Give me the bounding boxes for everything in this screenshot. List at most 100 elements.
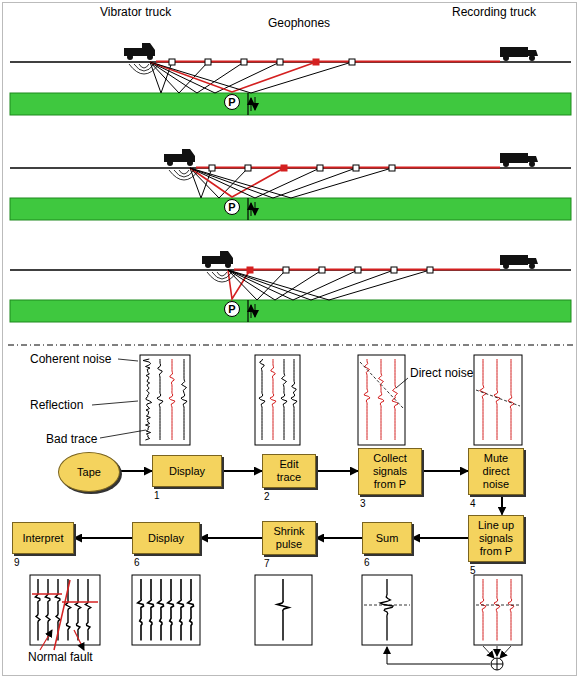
geophone: [247, 267, 253, 273]
seismic-trace: [494, 579, 500, 641]
seismic-trace: [281, 359, 287, 440]
fault-arrow: [251, 203, 252, 216]
trace-panel: [358, 355, 405, 445]
sum-arrow: [500, 646, 511, 658]
fault-line: [247, 93, 248, 115]
seismic-ray: [150, 62, 352, 93]
node-text: Sum: [376, 532, 399, 545]
wheel: [187, 160, 193, 166]
node-text: P: [228, 97, 235, 108]
seismic-trace: [138, 579, 144, 641]
geophone: [209, 165, 215, 171]
process-box: Display: [132, 522, 200, 554]
seismic-trace: [45, 579, 50, 641]
geophone: [355, 267, 361, 273]
geophone: [313, 59, 319, 65]
wheel: [167, 160, 173, 166]
seismic-trace: [494, 359, 500, 440]
flow-arrow: [422, 470, 468, 472]
seismic-ray: [190, 168, 392, 198]
recording-truck: [528, 50, 538, 56]
sum-symbol: [497, 658, 498, 670]
step-number: 5: [470, 565, 476, 576]
vibration-wave: [207, 272, 237, 282]
flow-arrow: [412, 537, 468, 539]
step-number: 6: [364, 557, 370, 568]
trace-panel: [30, 575, 100, 645]
horizon-line: [32, 593, 62, 595]
sum-symbol: [491, 658, 503, 670]
geophone: [245, 165, 251, 171]
fault-arrow: [255, 97, 256, 110]
geophone: [353, 165, 359, 171]
seismic-trace: [178, 579, 184, 641]
text-label: Reflection: [30, 398, 83, 412]
seismic-ray: [190, 168, 320, 198]
recording-truck: [500, 153, 528, 163]
seismic-trace: [148, 579, 154, 641]
step-number: 1: [154, 490, 160, 501]
rock-layer: [10, 300, 571, 322]
seismic-trace: [508, 359, 514, 440]
flow-arrow: [200, 537, 262, 539]
fault-arrow: [251, 305, 252, 318]
flow-arrow: [74, 537, 132, 539]
text-label: Recording truck: [452, 5, 536, 19]
wheel: [529, 55, 535, 61]
geophone: [277, 59, 283, 65]
seismic-trace: [480, 579, 486, 641]
rock-layer: [10, 198, 571, 220]
process-box: Edit trace: [262, 454, 316, 488]
vibration-wave: [217, 272, 227, 276]
recording-truck: [528, 156, 538, 162]
seismic-trace: [35, 579, 40, 641]
geophone: [281, 165, 287, 171]
process-box: Display: [152, 455, 222, 487]
node-text: P: [228, 304, 235, 315]
fault-arrow: [74, 630, 84, 650]
fault-arrow: [255, 304, 256, 317]
ground-line: [10, 269, 571, 271]
wheel: [503, 263, 509, 269]
process-box: Sum: [362, 522, 412, 554]
geophone: [389, 165, 395, 171]
flow-arrow: [120, 470, 152, 472]
process-box: Line up signals from P: [468, 515, 524, 562]
cable: [234, 269, 500, 271]
vibration-wave: [139, 64, 149, 68]
node-text: Interpret: [23, 532, 64, 545]
step-number: 7: [264, 558, 270, 569]
wheel: [503, 161, 509, 167]
fault-line: [247, 198, 248, 220]
alignment-line: [476, 390, 520, 406]
trace-panel: [255, 575, 312, 645]
vibration-wave: [169, 170, 199, 180]
seismic-ray: [228, 270, 430, 300]
geophone: [241, 59, 247, 65]
step-number: 6: [134, 557, 140, 568]
trace-panel: [132, 575, 200, 645]
trace-panel: [474, 575, 522, 645]
seismic-trace: [364, 359, 370, 440]
alignment-line: [360, 362, 403, 408]
text-label: Bad trace: [46, 432, 97, 446]
wheel: [529, 263, 535, 269]
divider: [8, 345, 573, 346]
seismic-trace: [75, 579, 80, 641]
leader-line: [92, 401, 138, 405]
wheel: [205, 262, 211, 268]
seismic-ray: [228, 270, 394, 300]
text-label: Normal fault: [28, 650, 93, 664]
alignment-line: [476, 605, 520, 606]
vibration-wave: [174, 170, 194, 177]
wheel: [147, 54, 153, 60]
process-box: Interpret: [12, 522, 74, 554]
wheel: [529, 161, 535, 167]
point-circle: P: [224, 301, 240, 317]
seismic-ray: [190, 168, 356, 198]
recording-truck: [500, 47, 528, 57]
geophone: [169, 59, 175, 65]
sum-arrow: [497, 646, 498, 656]
cable: [196, 167, 500, 169]
